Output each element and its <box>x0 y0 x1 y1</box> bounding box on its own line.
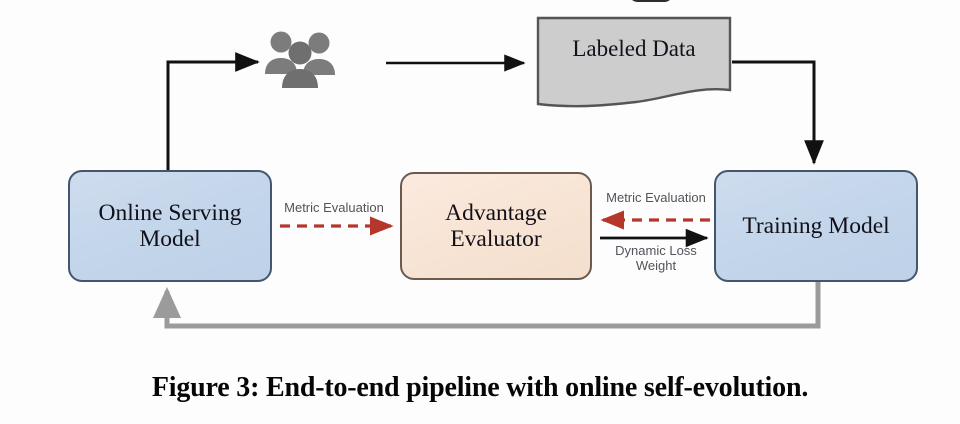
people-group-icon <box>262 26 338 88</box>
edge-label-metric-evaluation-right: Metric Evaluation <box>606 190 706 205</box>
edge-label-dynamic-loss-weight: Dynamic Loss Weight <box>615 243 697 274</box>
figure-caption: Figure 3: End-to-end pipeline with onlin… <box>151 372 809 403</box>
edge-training-to-online-feedback <box>153 282 821 329</box>
node-training-model[interactable]: Training Model <box>714 170 918 282</box>
node-training-model-label: Training Model <box>742 212 890 239</box>
node-labeled-data[interactable]: Labeled Data <box>536 16 732 108</box>
node-online-serving-model[interactable]: Online Serving Model <box>68 170 272 282</box>
edge-online-to-people <box>166 52 260 170</box>
node-advantage-evaluator[interactable]: Advantage Evaluator <box>400 172 592 280</box>
node-advantage-evaluator-label: Advantage Evaluator <box>445 199 547 252</box>
edge-labeled-data-to-training <box>732 60 824 165</box>
node-labeled-data-label: Labeled Data <box>572 36 696 61</box>
node-online-serving-model-label: Online Serving Model <box>98 199 242 252</box>
edge-label-metric-evaluation-left: Metric Evaluation <box>284 200 384 215</box>
cropped-title-remnant <box>628 0 674 2</box>
